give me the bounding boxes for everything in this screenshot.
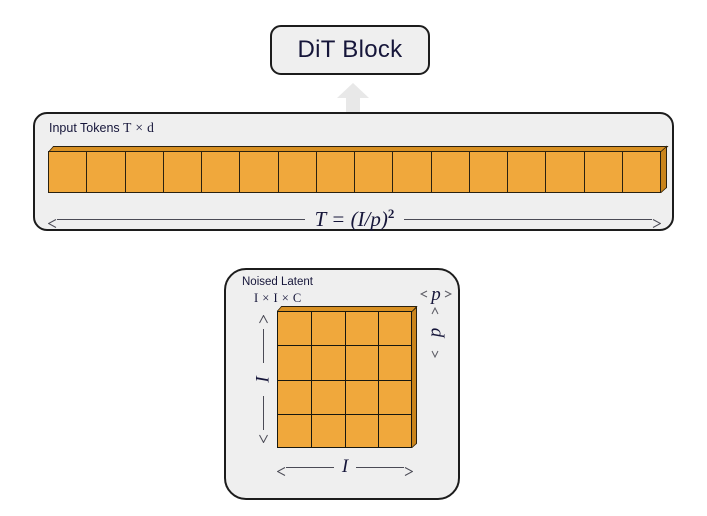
latent-patch-cell: [378, 413, 412, 448]
input-tokens-title-math: T × d: [123, 120, 155, 135]
arrow-left-icon: [276, 463, 286, 476]
arrow-up-icon: [335, 82, 371, 115]
latent-height-label: I: [252, 376, 274, 383]
input-tokens-title-text: Input Tokens: [49, 121, 120, 135]
token-cell: [354, 151, 393, 193]
token-count-formula-base: T = (I/p): [314, 207, 388, 231]
noised-latent-subtitle: I × I × C: [254, 291, 302, 305]
dit-block-node[interactable]: DiT Block: [270, 25, 430, 75]
latent-height-measure: I: [252, 311, 274, 448]
latent-patch-cell: [310, 413, 345, 448]
latent-patch-cell: [310, 379, 345, 414]
token-cell: [86, 151, 125, 193]
latent-patch-cell: [378, 345, 412, 380]
measure-line-right: [356, 466, 405, 468]
latent-grid-right-shade: [412, 306, 417, 448]
arrow-left-icon: [420, 285, 428, 303]
token-row: [48, 151, 661, 193]
arrow-down-icon: [258, 430, 268, 448]
measure-line-top: [262, 329, 264, 363]
latent-patch-cell: [277, 345, 311, 380]
input-tokens-panel: Input Tokens T × d T = (I/p)2: [33, 112, 674, 231]
token-strip-right-shade: [661, 145, 667, 193]
latent-patch-cell: [378, 311, 412, 346]
latent-grid: [277, 311, 412, 448]
token-cell: [201, 151, 240, 193]
noised-latent-panel: Noised Latent I × I × C p p: [224, 268, 460, 500]
token-cell: [468, 151, 507, 193]
token-count-measure: T = (I/p)2: [47, 206, 662, 232]
latent-width-label: I: [341, 456, 349, 477]
token-cell: [583, 151, 622, 193]
latent-patch-cell: [277, 413, 311, 448]
latent-width-measure: I: [276, 456, 414, 478]
latent-patch-cell: [310, 311, 345, 346]
token-cell: [48, 151, 87, 193]
input-tokens-title: Input Tokens T × d: [49, 120, 154, 136]
patch-height-measure: p: [422, 306, 448, 358]
token-cell: [124, 151, 163, 193]
latent-patch-cell: [344, 345, 379, 380]
latent-patch-cell: [378, 379, 412, 414]
token-cell: [162, 151, 201, 193]
arrow-right-icon: [444, 285, 452, 303]
token-cell: [392, 151, 431, 193]
measure-line-left: [286, 466, 334, 468]
token-cell: [277, 151, 316, 193]
latent-patch-cell: [344, 413, 379, 448]
latent-patch-cell: [277, 379, 311, 414]
token-count-formula-exponent: 2: [387, 206, 395, 221]
token-cell: [430, 151, 469, 193]
measure-line-right: [404, 218, 652, 220]
latent-patch-cell: [344, 379, 379, 414]
latent-patch-cell: [344, 311, 379, 346]
patch-width-measure: p: [416, 282, 456, 306]
token-cell: [621, 151, 661, 193]
token-cell: [239, 151, 278, 193]
arrow-down-icon: [431, 345, 439, 363]
arrow-left-icon: [47, 215, 57, 228]
arrow-right-icon: [652, 215, 662, 228]
noised-latent-title: Noised Latent: [242, 276, 313, 288]
token-cell: [507, 151, 546, 193]
token-count-formula: T = (I/p)2: [305, 206, 405, 232]
measure-line-bottom: [262, 396, 264, 430]
token-cell: [545, 151, 584, 193]
patch-width-label: p: [431, 283, 441, 305]
latent-patch-cell: [310, 345, 345, 380]
arrow-up-icon: [431, 302, 439, 320]
arrow-up-icon: [258, 311, 268, 329]
measure-line-left: [57, 218, 305, 220]
token-cell: [315, 151, 354, 193]
dit-block-label: DiT Block: [297, 36, 403, 63]
patch-height-label: p: [424, 327, 446, 337]
latent-patch-cell: [277, 311, 311, 346]
arrow-right-icon: [404, 463, 414, 476]
